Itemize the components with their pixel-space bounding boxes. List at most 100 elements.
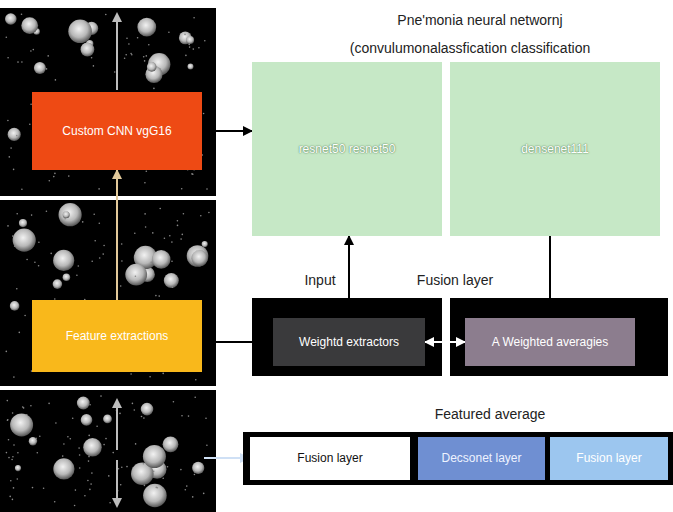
star-dot xyxy=(91,57,93,59)
star-dot xyxy=(158,295,160,297)
star-dot xyxy=(189,46,191,48)
star-dot xyxy=(68,175,70,177)
star-dot xyxy=(7,400,9,402)
star-dot xyxy=(181,415,183,417)
star-dot xyxy=(21,61,23,63)
fusion-band xyxy=(252,298,442,376)
star-dot xyxy=(8,439,10,441)
star-dot xyxy=(173,401,175,403)
cell-blob xyxy=(63,274,71,282)
star-dot xyxy=(109,502,111,504)
cell-blob xyxy=(29,437,37,445)
output-band xyxy=(243,432,673,485)
star-dot xyxy=(55,79,57,81)
cell-blob xyxy=(103,415,112,424)
star-dot xyxy=(26,259,28,261)
star-dot xyxy=(119,413,121,415)
node-text: densenet111 xyxy=(521,142,589,156)
star-dot xyxy=(67,436,69,438)
diagram-title: Pne'monia neural networnj xyxy=(397,12,562,28)
star-dot xyxy=(46,68,48,70)
star-dot xyxy=(16,288,18,290)
star-dot xyxy=(91,472,93,474)
cell-blob xyxy=(202,241,208,247)
cell-blob xyxy=(81,414,93,426)
cell-blob xyxy=(192,462,204,474)
star-dot xyxy=(6,452,8,454)
star-dot xyxy=(9,156,11,158)
star-dot xyxy=(114,71,116,73)
star-dot xyxy=(103,444,105,446)
cell-blob xyxy=(53,250,74,271)
star-dot xyxy=(17,478,19,480)
star-dot xyxy=(125,54,127,56)
star-dot xyxy=(12,456,14,458)
star-dot xyxy=(151,262,153,264)
annotation-label: Fusion layer xyxy=(417,272,493,288)
star-dot xyxy=(155,295,157,297)
star-dot xyxy=(11,459,13,461)
star-dot xyxy=(162,373,164,375)
cell-blob xyxy=(53,458,74,479)
star-dot xyxy=(38,265,40,267)
flow-arrow xyxy=(425,341,465,343)
cell-blob xyxy=(125,264,147,286)
star-dot xyxy=(146,502,148,504)
star-dot xyxy=(194,474,196,476)
star-dot xyxy=(141,416,143,418)
cell-blob xyxy=(68,20,92,44)
star-dot xyxy=(79,467,81,469)
star-dot xyxy=(6,36,8,38)
star-dot xyxy=(24,315,26,317)
star-dot xyxy=(135,275,137,277)
star-dot xyxy=(79,454,81,456)
star-dot xyxy=(29,124,31,126)
star-dot xyxy=(93,213,95,215)
star-dot xyxy=(31,214,33,216)
star-dot xyxy=(167,466,169,468)
panel-arrow xyxy=(204,457,248,459)
star-dot xyxy=(13,487,15,489)
annotation-label: (convulumonalassfication classification xyxy=(350,40,590,56)
star-dot xyxy=(112,452,114,454)
node-text: Fusion layer xyxy=(297,451,362,465)
star-dot xyxy=(21,189,23,191)
star-dot xyxy=(135,443,137,445)
star-dot xyxy=(126,466,128,468)
star-dot xyxy=(43,487,45,489)
star-dot xyxy=(76,275,78,277)
star-dot xyxy=(62,455,64,457)
cell-blob xyxy=(191,250,207,266)
star-dot xyxy=(98,188,100,190)
star-dot xyxy=(49,180,51,182)
annotation-label: Featured average xyxy=(435,406,546,422)
star-dot xyxy=(30,405,32,407)
star-dot xyxy=(206,188,208,190)
star-dot xyxy=(7,57,9,59)
star-dot xyxy=(63,443,65,445)
panel-arrow xyxy=(116,400,118,450)
star-dot xyxy=(10,480,12,482)
star-dot xyxy=(134,409,136,411)
star-dot xyxy=(208,212,210,214)
star-dot xyxy=(177,220,179,222)
star-dot xyxy=(185,55,187,57)
star-dot xyxy=(89,489,91,491)
cell-blob xyxy=(19,219,27,227)
star-dot xyxy=(84,495,86,497)
star-dot xyxy=(157,487,159,489)
star-dot xyxy=(17,61,19,63)
star-dot xyxy=(198,47,200,49)
star-dot xyxy=(164,238,166,240)
star-dot xyxy=(186,485,188,487)
star-dot xyxy=(146,170,148,172)
star-dot xyxy=(96,426,98,428)
cell-blob xyxy=(77,397,90,410)
star-dot xyxy=(203,493,205,495)
star-dot xyxy=(182,234,184,236)
flow-arrow xyxy=(202,130,252,132)
star-dot xyxy=(137,37,139,39)
star-dot xyxy=(195,379,197,381)
star-dot xyxy=(144,213,146,215)
star-dot xyxy=(162,478,164,480)
